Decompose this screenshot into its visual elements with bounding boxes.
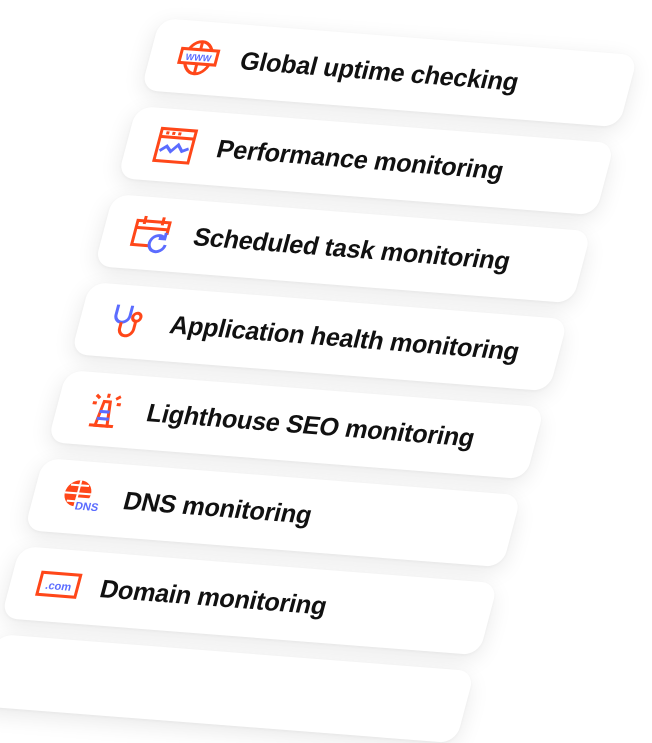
stethoscope-icon bbox=[101, 300, 156, 343]
feature-label: Lighthouse SEO monitoring bbox=[143, 398, 478, 453]
svg-text:DNS: DNS bbox=[73, 501, 100, 515]
feature-card-scheduled-task: Scheduled task monitoring bbox=[94, 194, 592, 304]
feature-card-partial bbox=[0, 634, 475, 743]
domain-com-icon: .com bbox=[31, 564, 86, 607]
lighthouse-icon bbox=[78, 388, 133, 431]
feature-card-global-uptime: WWW Global uptime checking bbox=[140, 18, 639, 128]
feature-label: Performance monitoring bbox=[213, 134, 507, 185]
feature-label: Application health monitoring bbox=[166, 310, 523, 366]
calendar-refresh-icon bbox=[125, 212, 180, 255]
svg-text:.com: .com bbox=[44, 580, 73, 594]
feature-card-app-health: Application health monitoring bbox=[70, 282, 569, 392]
dns-globe-icon: DNS bbox=[55, 476, 110, 519]
www-globe-icon: WWW bbox=[171, 36, 226, 79]
feature-label: DNS monitoring bbox=[120, 486, 316, 530]
feature-label: Scheduled task monitoring bbox=[190, 222, 514, 276]
feature-label: Global uptime checking bbox=[236, 46, 522, 97]
feature-card-performance: Performance monitoring bbox=[117, 106, 615, 216]
svg-text:WWW: WWW bbox=[184, 52, 212, 64]
browser-chart-icon bbox=[148, 124, 203, 167]
feature-card-dns: DNS DNS monitoring bbox=[24, 458, 522, 568]
feature-card-domain: .com Domain monitoring bbox=[1, 546, 499, 656]
feature-label: Domain monitoring bbox=[96, 574, 331, 621]
feature-card-lighthouse: Lighthouse SEO monitoring bbox=[47, 370, 545, 480]
